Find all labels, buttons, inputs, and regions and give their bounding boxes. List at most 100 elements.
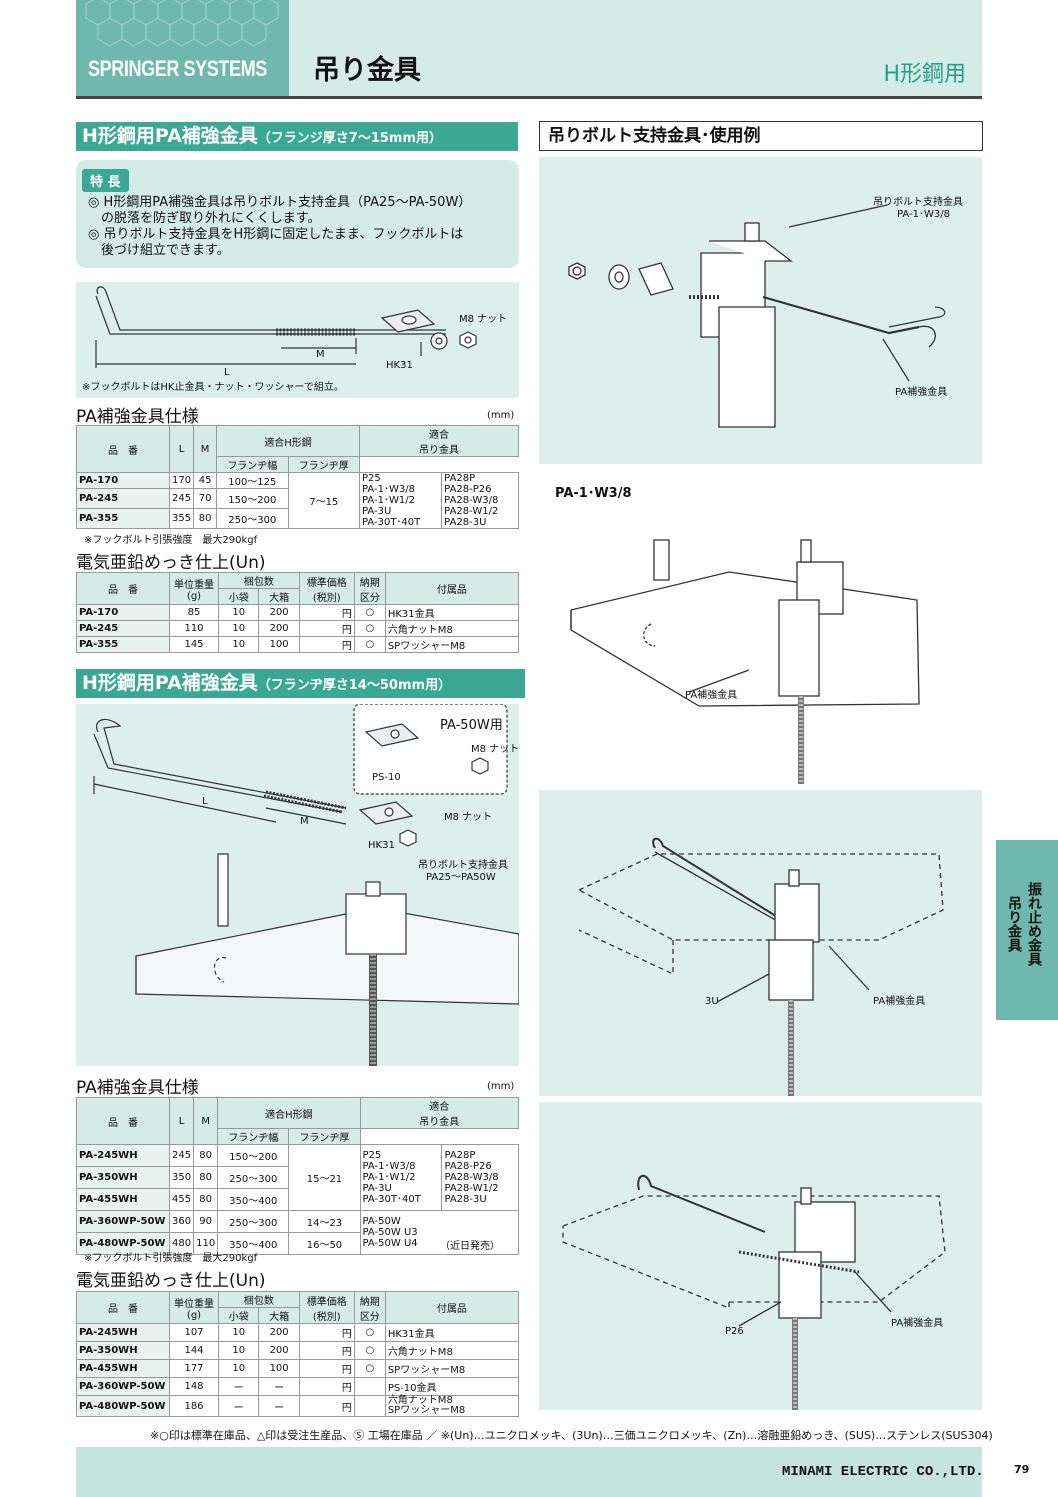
- cell: 円: [298, 636, 355, 653]
- cell: 355: [168, 508, 195, 529]
- usage-figure-3: 3U PA補強金具: [539, 790, 982, 1096]
- figure2-title: PA-1･W3/8: [555, 486, 632, 501]
- cell: [353, 1377, 386, 1396]
- col-header: 付属品: [384, 572, 520, 605]
- cell: 144: [169, 1341, 219, 1360]
- table-row: PA-170 85 10 200 円 ○ HK31金具: [76, 604, 520, 621]
- m-dimension-label: M: [300, 816, 309, 827]
- thickness-cell: 14〜23: [288, 1210, 361, 1233]
- cell: HK31金具: [384, 1323, 520, 1342]
- section1-title: H形鋼用PA補強金具: [82, 125, 258, 147]
- part-number: PA-355: [76, 508, 170, 529]
- cell: 100〜125: [216, 472, 289, 489]
- table-row: PA-360WP-50W 148 ー ー 円 PS-10金具: [76, 1377, 520, 1396]
- u3-label: 3U: [705, 996, 719, 1007]
- cell: 145: [169, 636, 219, 653]
- col-header: フランヂ幅: [217, 1128, 290, 1145]
- table-row: PA-480WP-50W 480 110 350〜400 16〜50: [76, 1232, 519, 1255]
- support-label: 吊りボルト支持金具: [418, 860, 508, 871]
- section2-heading: H形鋼用PA補強金具（フランヂ厚さ14〜50mm用）: [76, 669, 525, 698]
- table-row: PA-355 355 80 250〜300: [76, 508, 519, 529]
- pa-bracket-label: PA補強金具: [891, 1318, 944, 1329]
- cell: 107: [169, 1323, 219, 1342]
- hook-bolt-drawing: [95, 286, 477, 368]
- spec2-note: ※フックボルト引張強度 最大290kgf: [84, 1253, 258, 1264]
- cell: 85: [169, 604, 219, 621]
- col-header: 小袋: [217, 588, 260, 605]
- cell: 10: [217, 1359, 260, 1378]
- page-title: 吊り金具: [313, 55, 421, 86]
- m-dimension-label: M: [316, 349, 325, 360]
- part-number: PA-455WH: [76, 1188, 170, 1211]
- cell: HK31金具: [384, 604, 520, 621]
- cell: 100: [258, 636, 300, 653]
- col-header: 適合H形鋼: [216, 425, 360, 457]
- thickness-cell: 7〜15: [287, 472, 360, 529]
- cell: ○: [353, 1341, 386, 1360]
- part-number: PA-360WP-50W: [76, 1377, 170, 1396]
- table-row: PA-245 110 10 200 円 ○ 六角ナットM8: [76, 620, 520, 637]
- category-label: H形鋼用: [883, 62, 966, 87]
- cell: 10: [217, 620, 260, 637]
- part-number: PA-480WP-50W: [76, 1232, 170, 1255]
- brand-logo: SPRINGER SYSTEMS: [76, 0, 289, 96]
- section2-subtitle: （フランヂ厚さ14〜50mm用）: [257, 678, 452, 693]
- hk31-label: HK31: [386, 360, 413, 371]
- col-header: 標準価格(税別): [298, 1291, 355, 1324]
- part-number: PA-245WH: [76, 1323, 170, 1342]
- side-index-tab[interactable]: 振れ止め金具 吊り金具: [996, 840, 1058, 1020]
- spec2-table: 品 番 L M 適合H形鋼 適合吊り金具 フランヂ幅 フランヂ厚 PA-245W…: [76, 1097, 520, 1255]
- spec2-unit: (mm): [487, 1081, 515, 1092]
- table-row: PA-455WH 177 10 100 円 ○ SPワッシャーM8: [76, 1359, 520, 1378]
- pa-bracket-label: PA補強金具: [895, 387, 948, 398]
- cell: ー: [217, 1377, 260, 1396]
- price1-table: 品 番 単位重量(g) 梱包数 標準価格(税別) 納期区分 付属品 小袋 大箱 …: [76, 572, 520, 653]
- part-number: PA-355: [76, 636, 170, 653]
- part-number: PA-170: [76, 472, 170, 489]
- spec1-note: ※フックボルト引張強度 最大290kgf: [84, 535, 258, 546]
- table-row: PA-355 145 10 100 円 ○ SPワッシャーM8: [76, 636, 520, 653]
- header-divider: [76, 96, 982, 99]
- cell: ○: [353, 1323, 386, 1342]
- cell: 円: [298, 1395, 355, 1417]
- table-row: PA-245 245 70 150〜200: [76, 488, 519, 509]
- section1-subtitle: （フランジ厚さ7〜15mm用）: [257, 131, 443, 146]
- cell: 円: [298, 1359, 355, 1378]
- col-header: 梱包数: [218, 1291, 300, 1308]
- hook-bolt-assembly-drawing: [93, 703, 520, 1066]
- cell: [353, 1395, 386, 1417]
- cell: 100: [258, 1359, 300, 1378]
- thickness-cell: 15〜21: [288, 1144, 361, 1211]
- part-number: PA-245WH: [76, 1144, 170, 1167]
- part-number: PA-455WH: [76, 1359, 170, 1378]
- part-number: PA-350WH: [76, 1341, 170, 1360]
- cell: 148: [169, 1377, 219, 1396]
- cell: PS-10金具: [384, 1377, 520, 1396]
- col-header: 適合吊り金具: [358, 425, 520, 457]
- channel-mount-drawing: [578, 837, 944, 1096]
- l-dimension-label: L: [224, 367, 230, 378]
- col-header: フランヂ幅: [216, 456, 289, 473]
- cell: 245: [168, 1144, 195, 1167]
- m8-nut-label: M8 ナット: [459, 314, 508, 325]
- cell: 177: [169, 1359, 219, 1378]
- col-header: フランヂ厚: [288, 1128, 361, 1145]
- cell: SPワッシャーM8: [384, 636, 520, 653]
- price1-title: 電気亜鉛めっき仕上(Un): [76, 553, 266, 573]
- cell: ○: [353, 636, 386, 653]
- cell: 円: [298, 1323, 355, 1342]
- coming-soon-note: （近日発売）: [440, 1241, 500, 1252]
- price2-table: 品 番 単位重量(g) 梱包数 標準価格(税別) 納期区分 付属品 小袋 大箱 …: [76, 1291, 520, 1417]
- cell: 円: [298, 1341, 355, 1360]
- side-tab-label: 振れ止め金具: [1026, 882, 1042, 966]
- cell: 10: [217, 1341, 260, 1360]
- feature-line: ◎ H形鋼用PA補強金具は吊りボルト支持金具（PA25〜PA-50W）: [88, 195, 472, 210]
- cell: 10: [217, 604, 260, 621]
- support-label: 吊りボルト支持金具: [873, 197, 963, 208]
- side-tab-label: 吊り金具: [1006, 896, 1022, 952]
- cell: 245: [168, 488, 195, 509]
- cell: 六角ナットM8: [384, 620, 520, 637]
